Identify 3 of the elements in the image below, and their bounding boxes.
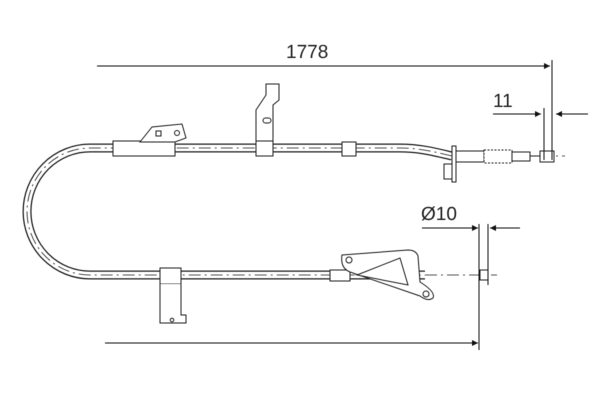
- dimension-value: Ø10: [421, 205, 457, 224]
- dimension-value: 11: [493, 92, 513, 111]
- dimension-value: 1778: [286, 43, 328, 62]
